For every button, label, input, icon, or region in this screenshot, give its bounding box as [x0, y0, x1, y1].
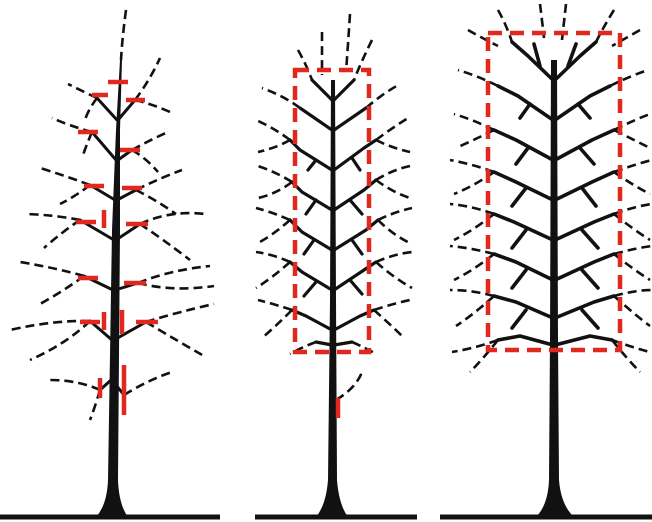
branches-2	[288, 78, 380, 347]
dashed-growth-2	[255, 13, 413, 402]
trunk-3	[536, 60, 574, 517]
dashed-growth-3	[449, 3, 652, 373]
pruning-cut-marks	[76, 79, 158, 415]
trunk-2	[316, 80, 348, 517]
crown-outline-3	[485, 30, 623, 353]
branches-3	[492, 40, 616, 347]
tree-young	[0, 9, 220, 520]
tree-mature	[440, 3, 652, 520]
tree-developing	[255, 13, 417, 520]
